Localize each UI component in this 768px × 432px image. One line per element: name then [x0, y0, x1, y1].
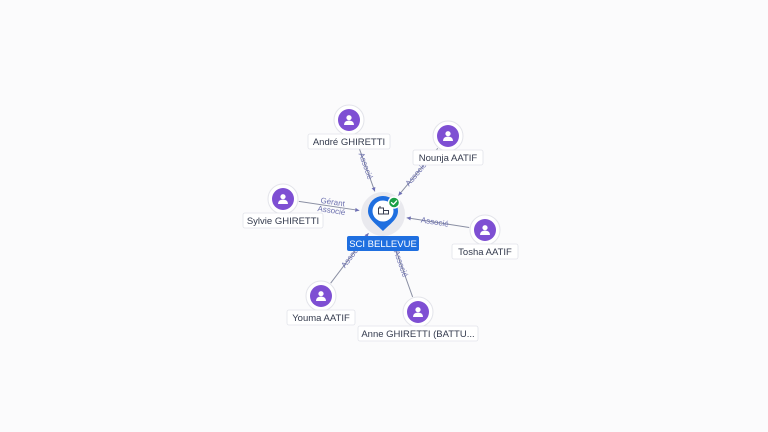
person-node-youma-aatif[interactable]: Youma AATIF: [286, 280, 356, 326]
person-node-nounja-aatif[interactable]: Nounja AATIF: [412, 120, 484, 166]
person-node-tosha-aatif[interactable]: Tosha AATIF: [451, 214, 519, 260]
company-name: SCI BELLEVUE: [349, 239, 417, 250]
person-name: Sylvie GHIRETTI: [247, 216, 319, 227]
relation-label: Associé: [357, 151, 375, 181]
building-icon: [378, 206, 389, 215]
company-name-tag: [347, 236, 419, 251]
edge-arrow: [406, 216, 411, 221]
edge-arrow: [398, 191, 403, 196]
edge-line: [406, 217, 470, 229]
person-node-anne-ghiretti[interactable]: Anne GHIRETTI (BATTU...: [357, 296, 479, 342]
person-name: Tosha AATIF: [458, 247, 512, 258]
relation-label: Gérant: [320, 196, 346, 209]
check-badge-icon: [387, 196, 401, 209]
person-icon: [480, 225, 490, 235]
person-name-tag: [307, 133, 391, 150]
person-name: Youma AATIF: [292, 313, 350, 324]
person-name-tag: [451, 243, 519, 260]
person-icon: [344, 115, 354, 125]
person-icon: [316, 291, 326, 301]
nodes-layer: André GHIRETTI Nounja AATIF Sylvie GHIRETT…: [242, 104, 519, 342]
person-icon: [278, 194, 288, 204]
person-name-tag: [286, 309, 356, 326]
edge-line: [298, 200, 360, 211]
company-node[interactable]: SCI BELLEVUE: [347, 192, 419, 251]
edge-arrow: [355, 207, 360, 212]
person-node-sylvie-ghiretti[interactable]: Sylvie GHIRETTI: [242, 183, 324, 229]
person-name-tag: [242, 212, 324, 229]
person-name: André GHIRETTI: [313, 137, 385, 148]
person-name-tag: [412, 149, 484, 166]
person-icon: [443, 131, 453, 141]
relation-label: Associé: [392, 249, 410, 279]
person-name: Nounja AATIF: [419, 153, 478, 164]
relation-label: Associé: [420, 216, 450, 229]
person-name-tag: [357, 325, 479, 342]
edge-tosha-aatif: Associé: [406, 216, 470, 229]
person-icon: [413, 307, 423, 317]
person-name: Anne GHIRETTI (BATTU...: [361, 329, 474, 340]
person-node-andre-ghiretti[interactable]: André GHIRETTI: [307, 104, 391, 150]
edge-arrow: [371, 186, 376, 192]
relation-label: Associé: [317, 204, 347, 217]
